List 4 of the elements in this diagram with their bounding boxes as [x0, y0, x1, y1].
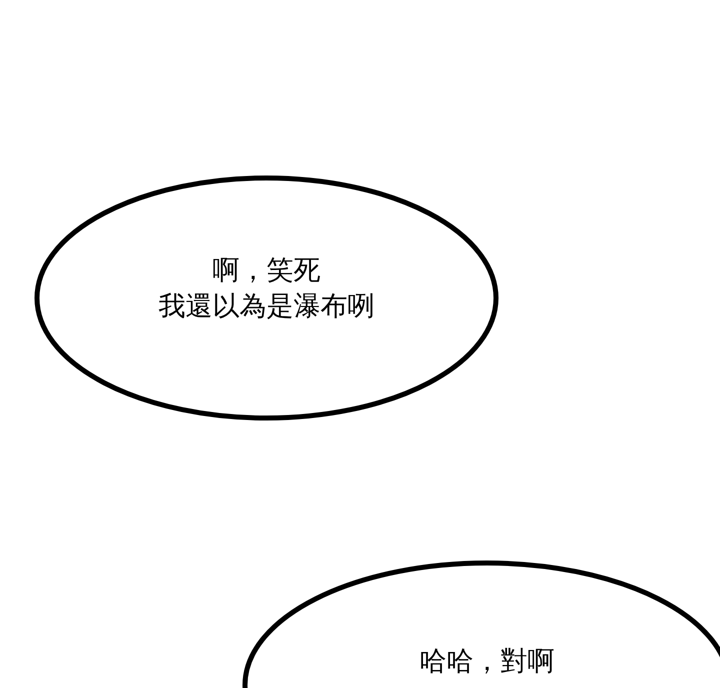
dialogue-text: 哈哈，對啊 — [420, 645, 554, 679]
speech-bubble — [34, 175, 499, 421]
dialogue-text: 啊，笑死 — [212, 254, 320, 288]
dialogue-text: 我還以為是瀑布咧 — [158, 290, 374, 324]
